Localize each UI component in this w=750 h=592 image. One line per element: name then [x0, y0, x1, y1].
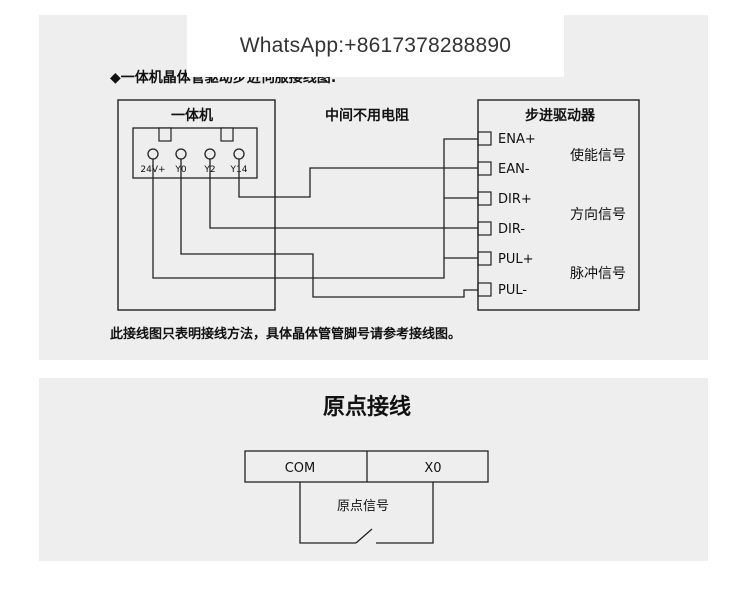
wire-24v-common — [152, 138, 478, 279]
driver-pin-box — [477, 282, 492, 297]
terminal-tab — [158, 127, 172, 142]
terminal-screw — [147, 148, 159, 160]
switch-contact — [355, 528, 373, 544]
signal-group-label: 方向信号 — [570, 207, 626, 223]
wire-y0-pul — [180, 159, 478, 298]
wire-y2-dir — [209, 159, 478, 229]
origin-signal-label: 原点信号 — [337, 499, 389, 514]
signal-group-label: 使能信号 — [570, 147, 626, 164]
watermark-banner: WhatsApp:+8617378288890 — [187, 15, 564, 77]
driver-pin-label: PUL+ — [498, 252, 534, 267]
com-cell: COM — [285, 461, 316, 476]
plc-box — [117, 99, 276, 311]
driver-title: 步进驱动器 — [525, 107, 596, 124]
wire-com — [299, 482, 356, 544]
terminal-block — [132, 127, 258, 179]
origin-title: 原点接线 — [323, 394, 411, 420]
terminal-screw — [204, 148, 216, 160]
terminal-tab — [220, 127, 234, 142]
terminal-screw — [175, 148, 187, 160]
driver-pin-box — [477, 161, 492, 176]
plc-title: 一体机 — [171, 107, 213, 124]
driver-pin-label: EAN- — [498, 162, 530, 177]
driver-pin-box — [477, 131, 492, 146]
driver-pin-label: ENA+ — [498, 132, 536, 147]
wire-y14-ean — [238, 159, 478, 198]
origin-panel — [39, 378, 708, 561]
signal-group-label: 脉冲信号 — [570, 266, 626, 282]
x0-cell: X0 — [424, 461, 441, 476]
driver-pin-label: DIR- — [498, 222, 525, 237]
origin-switch-circuit — [299, 482, 434, 544]
terminal-screw — [233, 148, 245, 160]
middle-note: 中间不用电阻 — [325, 107, 409, 124]
driver-pin-label: DIR+ — [498, 192, 532, 207]
wire-x0 — [376, 482, 434, 544]
diagram-note: 此接线图只表明接线方法，具体晶体管管脚号请参考接线图。 — [110, 326, 461, 342]
driver-pin-box — [477, 191, 492, 206]
driver-pin-box — [477, 251, 492, 266]
driver-pin-label: PUL- — [498, 283, 527, 298]
driver-pin-box — [477, 221, 492, 236]
